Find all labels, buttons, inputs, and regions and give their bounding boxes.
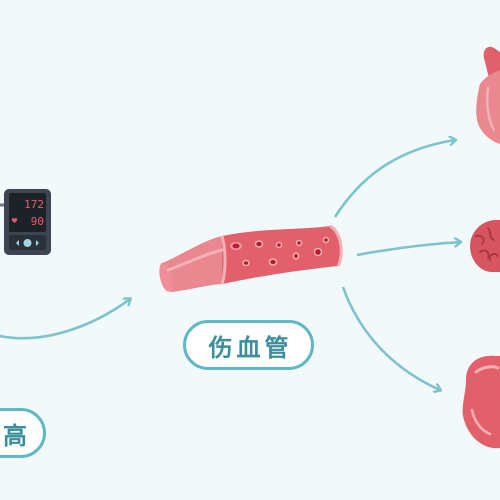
- diastolic-reading: 90: [31, 215, 44, 228]
- arrow-vessel-to-kidney: [341, 286, 440, 390]
- vessel-damage-label: 伤血管: [183, 320, 314, 370]
- high-pressure-label: 高: [0, 408, 46, 458]
- arrow-bp-to-vessel: [0, 299, 130, 340]
- systolic-reading: 172: [24, 198, 44, 211]
- arrow-vessel-to-brain: [356, 242, 460, 257]
- arrow-vessel-to-heart: [333, 140, 455, 218]
- brain-icon: [470, 220, 500, 272]
- heart-icon: [476, 46, 500, 144]
- high-pressure-label-text: 高: [3, 421, 31, 450]
- blood-pressure-monitor-icon: 172 90: [4, 189, 51, 255]
- kidney-icon: [462, 355, 500, 449]
- vessel-damage-label-text: 伤血管: [208, 333, 293, 362]
- damaged-vessel-icon: [159, 224, 343, 292]
- heart-rate-icon: [11, 218, 18, 223]
